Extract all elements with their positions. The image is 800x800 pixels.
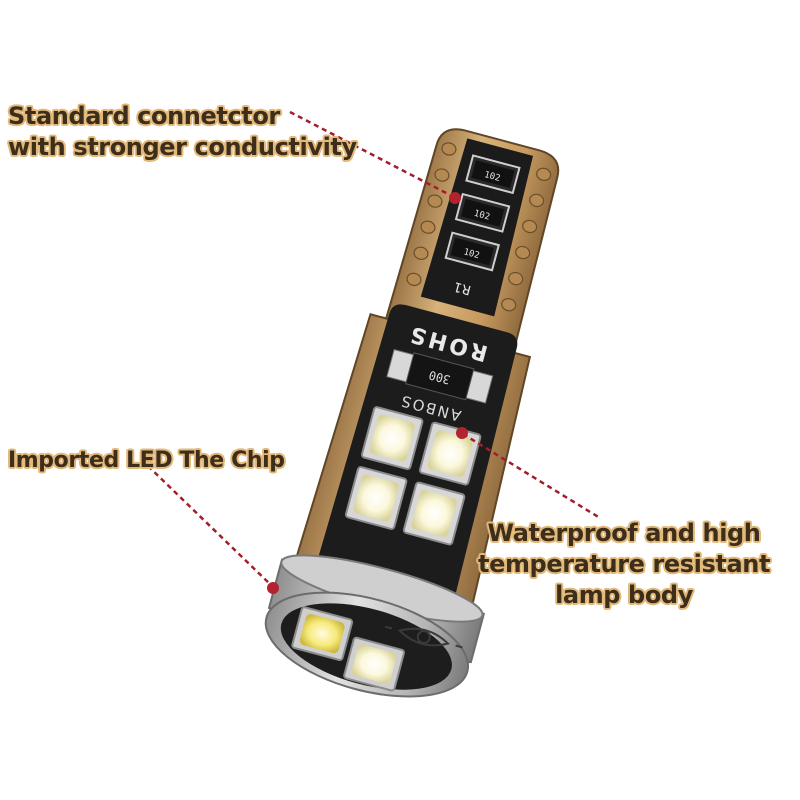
leader-dots bbox=[267, 192, 468, 594]
leader-dot bbox=[267, 582, 279, 594]
callout-body-line2: temperature resistant bbox=[478, 550, 771, 578]
resistor-label: 102 bbox=[462, 247, 480, 261]
resistor-3: 102 bbox=[444, 231, 500, 272]
leader-lines bbox=[147, 110, 601, 586]
leader-dot bbox=[456, 427, 468, 439]
driver-chip: 300 bbox=[386, 348, 494, 404]
resistor-2: 102 bbox=[454, 192, 511, 233]
callout-connector-line1: Standard connetctor bbox=[8, 102, 280, 130]
callout-connector: Standard connetctor with stronger conduc… bbox=[8, 101, 357, 163]
callout-body-line3: lamp body bbox=[555, 581, 693, 609]
front-led-array bbox=[291, 606, 405, 692]
chip-code: 300 bbox=[427, 368, 452, 387]
leader-line-connector bbox=[289, 110, 453, 198]
led-bulb-illustration: 102 102 102 R1 ROHS bbox=[264, 128, 560, 698]
leader-dot bbox=[449, 192, 461, 204]
resistor-label: 102 bbox=[483, 170, 501, 184]
eye-logo-icon bbox=[384, 625, 463, 649]
resistor-1: 102 bbox=[465, 154, 521, 195]
leader-line-chip bbox=[147, 465, 272, 586]
connector-tab: 102 102 102 R1 bbox=[382, 128, 560, 364]
callout-chip: Imported LED The Chip bbox=[8, 445, 285, 476]
callout-chip-line1: Imported LED The Chip bbox=[8, 448, 285, 473]
end-cap bbox=[264, 591, 470, 698]
resistor-label: 102 bbox=[473, 209, 491, 223]
callout-connector-line2: with stronger conductivity bbox=[8, 133, 357, 161]
r1-label: R1 bbox=[452, 278, 473, 297]
callout-body: Waterproof and high temperature resistan… bbox=[478, 518, 770, 611]
callout-body-line1: Waterproof and high bbox=[487, 519, 761, 547]
side-led-array bbox=[344, 406, 482, 546]
